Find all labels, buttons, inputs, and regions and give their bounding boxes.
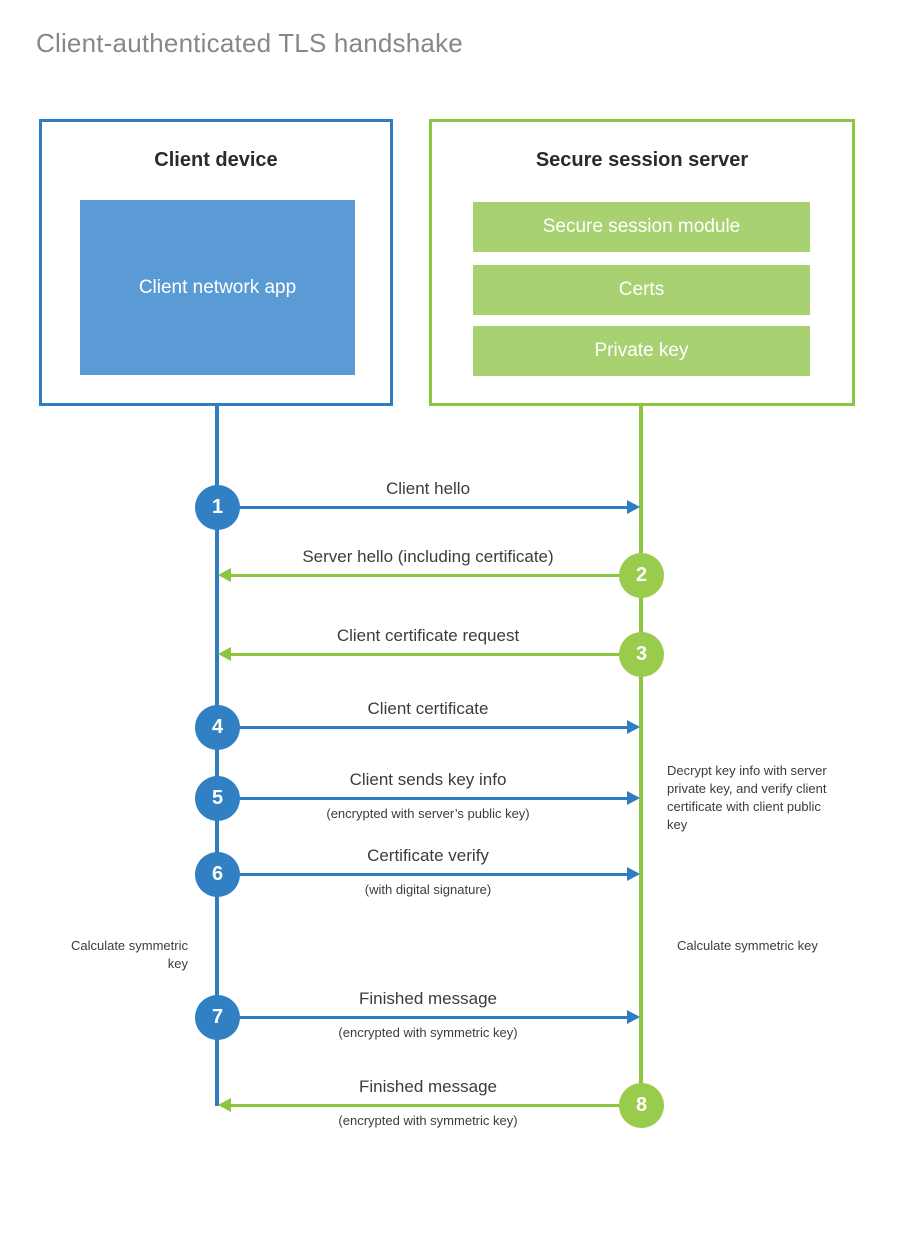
step-label-4: Client certificate [367,699,489,718]
server-component-private-key: Private key [473,326,810,376]
step-badge-5: 5 [195,776,240,821]
arrow-line-5 [217,797,627,800]
step-caption-8: (encrypted with symmetric key) [338,1113,518,1128]
step-label-5: Client sends key info [349,770,507,789]
note-server-decrypt: Decrypt key info with server private key… [667,763,827,832]
client-network-app-block: Client network app [80,200,355,375]
arrow-head-right-icon-4 [627,720,640,734]
arrow-head-right-icon-5 [627,791,640,805]
step-label-6: Certificate verify [367,846,489,865]
arrow-line-2 [231,574,639,577]
arrow-head-left-icon-8 [218,1098,231,1112]
arrow-line-8 [231,1104,639,1107]
step-caption-7: (encrypted with symmetric key) [338,1025,518,1040]
note-server-calculate-symmetric-key: Calculate symmetric key [677,938,818,953]
arrow-head-right-icon-6 [627,867,640,881]
step-badge-3: 3 [619,632,664,677]
arrow-head-right-icon-7 [627,1010,640,1024]
client-device-title: Client device [154,149,278,171]
arrow-line-4 [217,726,627,729]
arrow-line-7 [217,1016,627,1019]
step-badge-4: 4 [195,705,240,750]
step-badge-7: 7 [195,995,240,1040]
page-title: Client-authenticated TLS handshake [36,28,463,58]
client-device-box: Client device Client network app [39,119,393,406]
arrow-line-6 [217,873,627,876]
step-label-8: Finished message [359,1077,497,1096]
arrow-head-left-icon-3 [218,647,231,661]
step-badge-8: 8 [619,1083,664,1128]
step-label-2: Server hello (including certificate) [302,547,554,566]
server-component-secure-session-module: Secure session module [473,202,810,252]
server-component-certs: Certs [473,265,810,315]
arrow-head-left-icon-2 [218,568,231,582]
step-badge-1: 1 [195,485,240,530]
client-lifeline [215,406,219,1106]
step-badge-2: 2 [619,553,664,598]
step-caption-6: (with digital signature) [364,882,492,897]
arrow-line-1 [217,506,627,509]
secure-session-server-box: Secure session server Secure session mod… [429,119,855,406]
arrow-head-right-icon-1 [627,500,640,514]
step-label-7: Finished message [359,989,497,1008]
step-label-1: Client hello [385,479,471,498]
secure-session-server-title: Secure session server [535,149,749,171]
step-caption-5: (encrypted with server’s public key) [326,806,530,821]
step-badge-6: 6 [195,852,240,897]
note-client-calculate-symmetric-key: Calculate symmetric key [70,938,188,971]
arrow-line-3 [231,653,639,656]
server-lifeline [639,406,643,1106]
step-label-3: Client certificate request [336,626,520,645]
